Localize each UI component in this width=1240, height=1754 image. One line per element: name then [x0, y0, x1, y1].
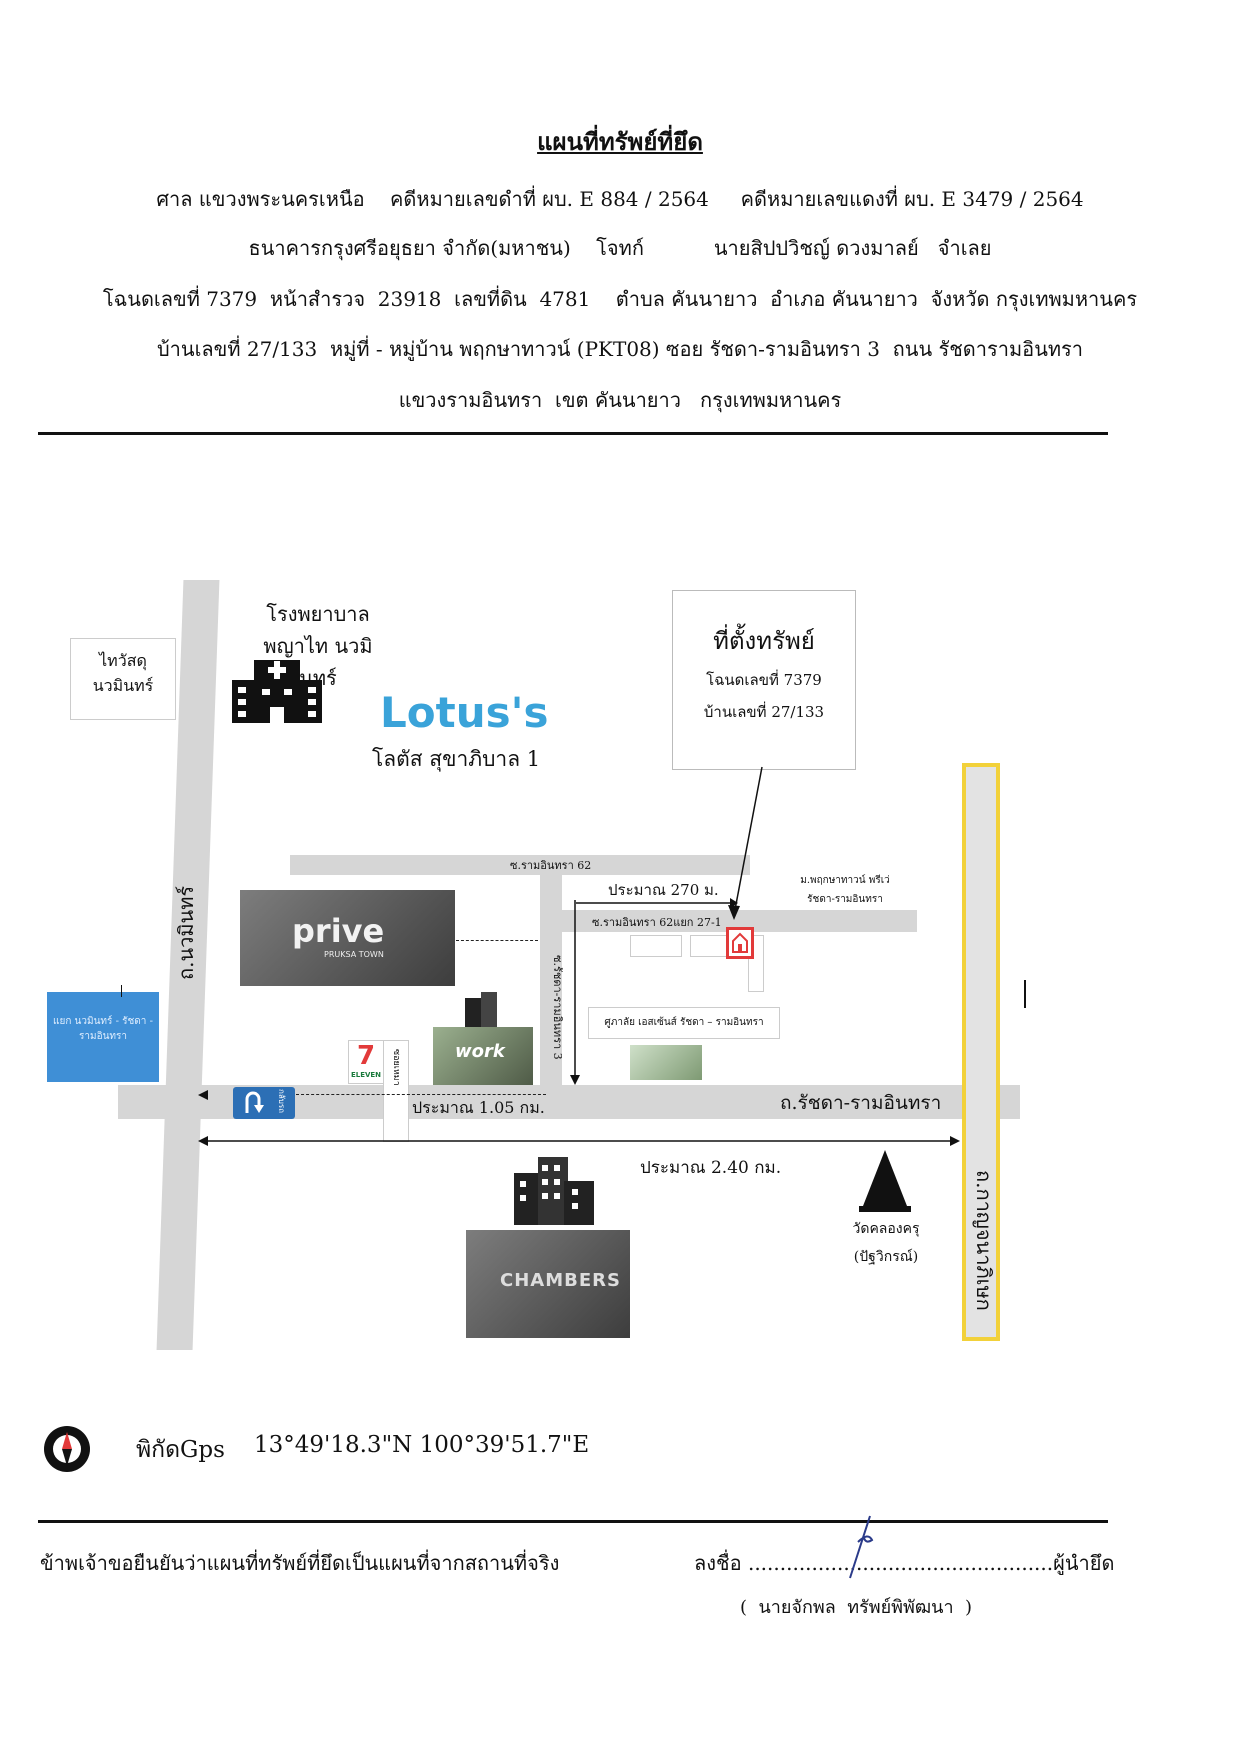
seven-eleven-icon: 7 ELEVEN [348, 1040, 384, 1084]
road-kanchanaphisek-label: ถ.กาญจนาภิเษก [972, 1169, 996, 1311]
supalai-essence-box: ศูภาลัย เอสเซ้นส์ รัชดา – รามอินทรา [588, 1007, 780, 1039]
footer-divider [38, 1520, 1108, 1523]
soi-62-27-1 [562, 910, 917, 932]
distance-240-label: ประมาณ 2.40 กม. [640, 1158, 782, 1178]
road-nawamin-label: ถ.นวมินทร์ [174, 885, 198, 980]
work-logo: work [455, 1041, 505, 1062]
prive-logo: prive [292, 912, 385, 950]
deed-line: โฉนดเลขที่ 7379 หน้าสำรวจ 23918 เลขที่ดิ… [102, 287, 1138, 311]
chambers-photo: CHAMBERS [466, 1230, 630, 1338]
prive-photo: prive PRUKSA TOWN [240, 890, 455, 986]
lot [630, 935, 682, 957]
building-icon [465, 992, 497, 1030]
uturn-label: กลับรถ [277, 1089, 286, 1113]
hospital-line2: พญาไท นวมินทร์ [263, 634, 373, 690]
distance-240-arrow [198, 1136, 960, 1146]
distance-270-arrow [576, 898, 738, 908]
intersection-box: แยก นวมินทร์ - รัชดา - รามอินทรา [47, 992, 159, 1082]
verification-statement: ข้าพเจ้าขอยืนยันว่าแผนที่ทรัพย์ที่ยึดเป็… [40, 1551, 560, 1575]
supalai-photo [630, 1045, 702, 1080]
hospital-label: โรงพยาบาล พญาไท นวมินทร์ [248, 598, 388, 694]
uturn-arrow [198, 1090, 208, 1100]
temple-label: วัดคลองครุ (ปัฐวิกรณ์) [826, 1218, 946, 1268]
court-line: ศาล แขวงพระนครเหนือ คดีหมายเลขดำที่ ผบ. … [156, 187, 1084, 211]
chambers-logo: CHAMBERS [500, 1270, 621, 1291]
prive-sub: PRUKSA TOWN [324, 950, 384, 959]
work-photo: work [433, 1027, 533, 1085]
distance-270-label: ประมาณ 270 ม. [608, 881, 719, 899]
hospital-line1: โรงพยาบาล [266, 602, 370, 626]
page-title: แผนที่ทรัพย์ที่ยึด [537, 127, 703, 156]
soi-ramintra-62 [290, 855, 750, 875]
condo-building-icon [514, 1157, 594, 1225]
thaiwatsadu-box: ไทวัสดุ นวมินทร์ [70, 638, 176, 720]
hospital-icon [232, 660, 322, 723]
address-line: บ้านเลขที่ 27/133 หมู่ที่ - หมู่บ้าน พฤก… [156, 337, 1084, 361]
compass-icon [44, 1426, 90, 1472]
prive-dash-connector [456, 940, 538, 941]
village-label: ม.พฤกษาทาวน์ พรีเว่ รัชดา-รามอินทรา [770, 873, 920, 907]
temple-icon [859, 1150, 911, 1212]
temple-line1: วัดคลองครุ [852, 1221, 920, 1237]
distance-105-label: ประมาณ 1.05 กม. [412, 1098, 545, 1117]
property-map: ถ.นวมินทร์ ถ.รัชดา-รามอินทรา ถ.กาญจนาภิเ… [0, 560, 1240, 1360]
soi-62-27-1-label: ซ.รามอินทรา 62แยก 27-1 [592, 916, 722, 929]
parties-line: ธนาคารกรุงศรีอยุธยา จำกัด(มหาชน) โจทก์ น… [248, 236, 992, 260]
village-label-line1: ม.พฤกษาทาวน์ พรีเว่ [800, 875, 890, 886]
header-divider [38, 432, 1108, 435]
handwritten-signature [849, 1515, 874, 1579]
gps-coordinates: 13°49'18.3"N 100°39'51.7"E [254, 1432, 590, 1458]
soi-ratchada-ramintra-3-label: ซ.รัชดา-รามอินทรา 3 [551, 955, 564, 1060]
road-kanchanaphisek [962, 763, 1000, 1341]
signature-line: ลงชื่อ .................................… [694, 1551, 1115, 1575]
property-marker-icon [726, 927, 754, 959]
gps-label: พิกัดGps [136, 1437, 225, 1463]
property-box-house: บ้านเลขที่ 27/133 [703, 703, 825, 721]
soi-ramintra-62-label: ซ.รามอินทรา 62 [510, 859, 592, 872]
lotus-logo: Lotus's [380, 688, 549, 737]
side-soi: ซอยเหมา [383, 1040, 409, 1142]
property-box-title: ที่ตั้งทรัพย์ [713, 627, 815, 655]
soi-ratchada-ramintra-3 [540, 875, 562, 1087]
dist-105-dash [296, 1094, 546, 1095]
uturn-sign-icon: กลับรถ [233, 1087, 295, 1119]
seven-eleven-label: ELEVEN [350, 1071, 382, 1079]
district-line: แขวงรามอินทรา เขต คันนายาว กรุงเทพมหานคร [398, 388, 842, 412]
property-pointer-line [728, 766, 763, 920]
property-info-box: ที่ตั้งทรัพย์ โฉนดเลขที่ 7379 บ้านเลขที่… [672, 590, 856, 770]
village-label-line2: รัชดา-รามอินทรา [807, 894, 883, 905]
lotus-branch-label: โลตัส สุขาภิบาล 1 [372, 747, 541, 771]
distance-down-arrow [570, 900, 580, 1085]
side-soi-label: ซอยเหมา [391, 1049, 401, 1086]
thaiwatsadu-line1: ไทวัสดุ [99, 651, 147, 670]
property-box-deed: โฉนดเลขที่ 7379 [706, 671, 822, 689]
temple-line2: (ปัฐวิกรณ์) [853, 1249, 919, 1265]
signer-name: ( นายจักพล ทรัพย์พิพัฒนา ) [740, 1597, 973, 1618]
lot [748, 935, 764, 992]
thaiwatsadu-line2: นวมินทร์ [92, 676, 154, 695]
road-ratchada-label: ถ.รัชดา-รามอินทรา [780, 1092, 942, 1114]
tick [121, 985, 122, 997]
tick [1024, 980, 1026, 1008]
